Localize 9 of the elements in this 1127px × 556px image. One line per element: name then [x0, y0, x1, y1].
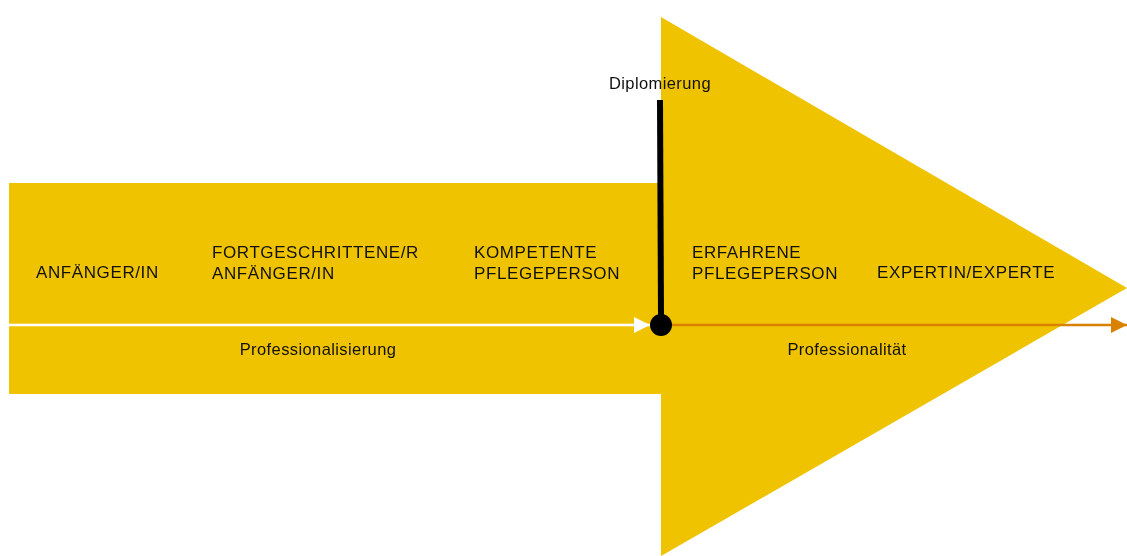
arrow: [672, 317, 1127, 333]
stage-label: ERFAHRENE PFLEGEPERSON: [692, 242, 840, 284]
edge-label: Professionalität: [787, 340, 907, 359]
stage-label: EXPERTIN/EXPERTE: [877, 262, 1057, 283]
arrow: [9, 317, 650, 333]
edge-label: Professionalisierung: [239, 340, 397, 359]
stage-label: KOMPETENTE PFLEGEPERSON: [474, 242, 622, 284]
connector-line: [657, 100, 664, 316]
stage-label: FORTGESCHRITTENE/R ANFÄNGER/IN: [212, 242, 420, 284]
